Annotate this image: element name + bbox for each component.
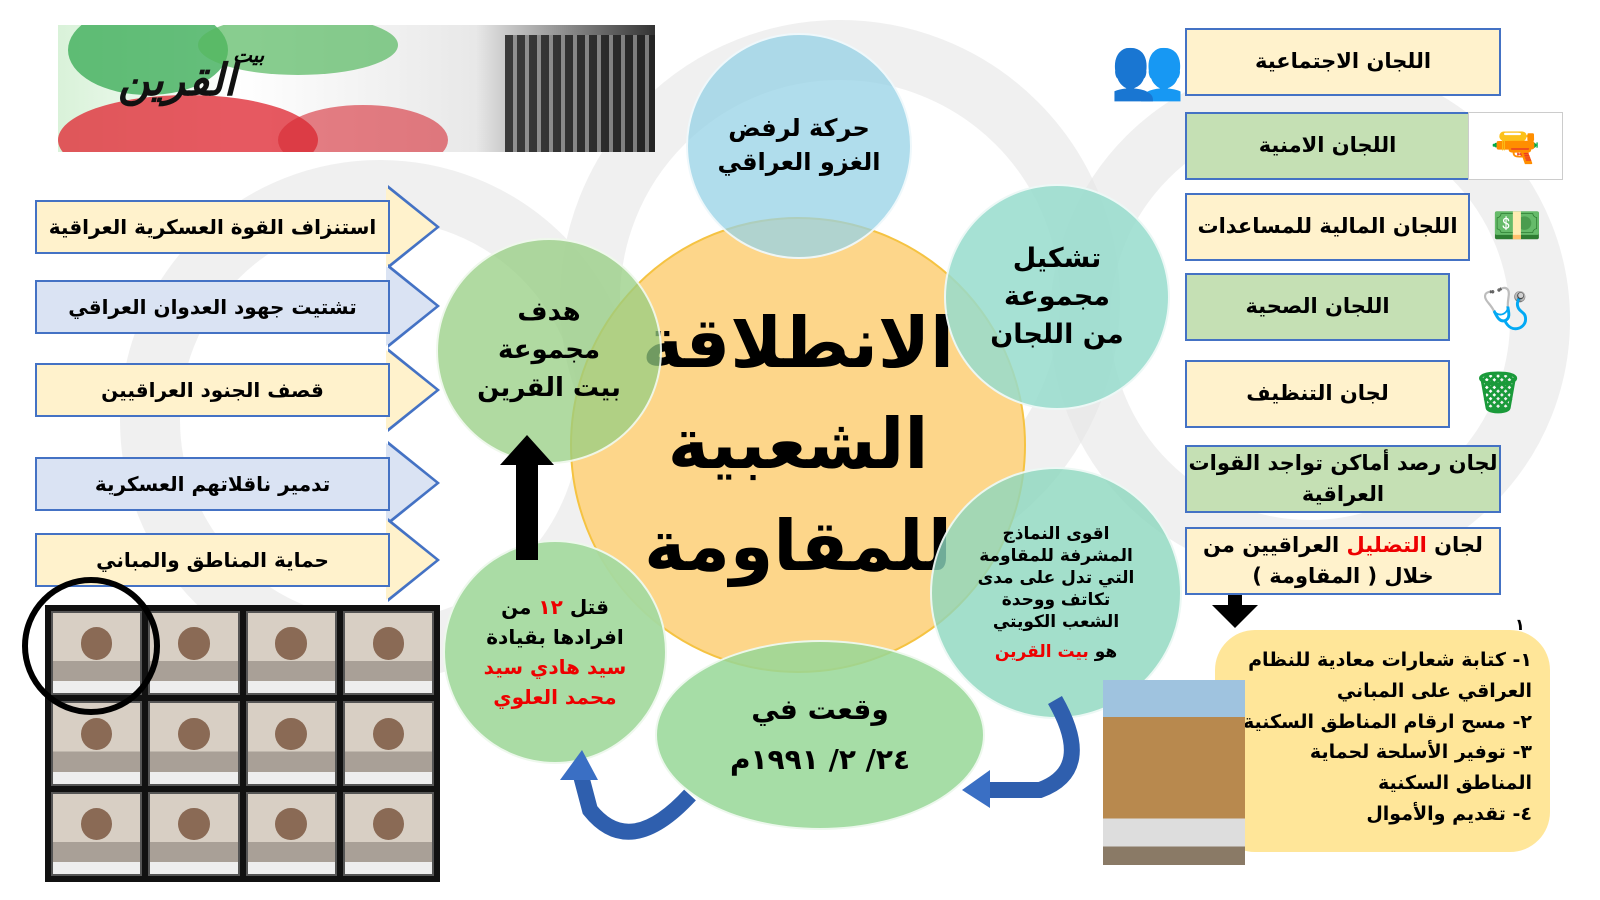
- building-silhouette: [505, 35, 655, 152]
- martyr-photo: [51, 791, 143, 876]
- circle-committees-formation: تشكيل مجموعة من اللجان: [944, 184, 1170, 410]
- banner-prefix: بيت: [233, 43, 265, 67]
- circle-text: الغزو العراقي: [717, 148, 881, 176]
- circle-text: مجموعة: [1003, 281, 1111, 313]
- martyr-photo: [245, 791, 337, 876]
- committee-security: اللجان الامنية: [1185, 112, 1470, 180]
- money-icon: 💵: [1492, 202, 1542, 249]
- event-date: ٢٤/ ٢/ ١٩٩١م: [729, 743, 911, 776]
- circle-text: بيت القرين: [477, 372, 621, 403]
- circle-text: من افرادها بقيادة: [486, 595, 624, 649]
- circle-casualties: قتل ١٢ من افرادها بقيادة سيد هادي سيد مح…: [443, 540, 667, 764]
- curved-arrow-icon: [985, 696, 1080, 798]
- list-item: ٤- تقديم والأموال: [1366, 802, 1532, 825]
- revolver-icon: 🔫: [1468, 112, 1563, 180]
- al-qurain-house-photo: [1103, 680, 1245, 865]
- committee-social: اللجان الاجتماعية: [1185, 28, 1501, 96]
- resistance-activities-box: [1215, 630, 1550, 852]
- committee-financial: اللجان المالية للمساعدات: [1185, 193, 1470, 261]
- list-item: ٢- مسح ارقام المناطق السكنية: [1242, 710, 1532, 733]
- committee-cleaning: لجان التنظيف: [1185, 360, 1450, 428]
- arrow-item: قصف الجنود العراقيين: [35, 363, 390, 417]
- circle-text: مجموعة: [497, 335, 601, 366]
- circle-text: حركة لرفض: [728, 114, 870, 143]
- people-icon: 👥: [1110, 33, 1185, 104]
- martyr-photo: [148, 611, 240, 696]
- resistance-activities-list: ١- كتابة شعارات معادية للنظام العراقي عل…: [1240, 645, 1532, 830]
- casualty-count: ١٢: [538, 595, 563, 619]
- list-item: ٣- توفير الأسلحة لحماية المناطق السكنية: [1309, 741, 1532, 795]
- martyr-photo: [245, 611, 337, 696]
- martyr-photo: [245, 701, 337, 786]
- circle-date: وقعت في ٢٤/ ٢/ ١٩٩١م: [655, 640, 985, 830]
- committee-monitoring: لجان رصد أماكن تواجد القوات العراقية: [1185, 445, 1501, 513]
- committee-health: اللجان الصحية: [1185, 273, 1450, 341]
- highlight-circle: [22, 577, 160, 715]
- circle-text: قتل: [569, 595, 609, 619]
- center-title-line: الانطلاقة: [641, 301, 955, 384]
- up-arrow-icon: [500, 435, 554, 560]
- committee-text: العراقيين من خلال ( المقاومة ): [1203, 532, 1434, 589]
- circle-strongest-model: اقوى النماذج المشرفة للمقاومة التي تدل ع…: [930, 467, 1182, 719]
- stethoscope-icon: 🩺: [1481, 285, 1531, 332]
- center-title-line: للمقاومة: [644, 504, 952, 587]
- circle-text: هدف: [517, 297, 581, 328]
- circle-text: هو: [1094, 642, 1118, 663]
- circle-group-goal: هدف مجموعة بيت القرين: [436, 238, 662, 464]
- martyr-photo: [342, 791, 434, 876]
- committee-deception: لجان التضليل العراقيين من خلال ( المقاوم…: [1185, 527, 1501, 595]
- circle-text: من اللجان: [990, 318, 1124, 350]
- circle-text: اقوى النماذج المشرفة للمقاومة التي تدل ع…: [977, 523, 1135, 633]
- arrow-item: تشتيت جهود العدوان العراقي: [35, 280, 390, 334]
- circle-text: وقعت في: [751, 692, 889, 726]
- down-arrow-icon: [1212, 580, 1258, 628]
- banner-title: القرين: [118, 55, 236, 106]
- trash-icon: 🗑: [1472, 370, 1524, 416]
- stray-number: ١: [1515, 615, 1525, 634]
- center-title-line: الشعبية: [667, 403, 929, 486]
- header-banner: بيت القرين: [58, 25, 655, 152]
- martyr-photo: [342, 701, 434, 786]
- martyr-photo: [148, 791, 240, 876]
- circle-rejection-movement: حركة لرفض الغزو العراقي: [686, 33, 912, 259]
- arrow-item: تدمير ناقلاتهم العسكرية: [35, 457, 390, 511]
- martyr-photo: [148, 701, 240, 786]
- list-item: ١- كتابة شعارات معادية للنظام العراقي عل…: [1248, 649, 1532, 702]
- circle-text: تشكيل: [1012, 243, 1102, 275]
- curved-arrow-icon: [572, 769, 696, 840]
- leader-name: سيد هادي سيد محمد العلوي: [483, 655, 627, 709]
- highlight-text: بيت القرين: [994, 642, 1089, 663]
- committee-text: لجان: [1434, 532, 1483, 557]
- highlight-text: التضليل: [1346, 532, 1427, 557]
- martyr-photo: [342, 611, 434, 696]
- arrow-item: استنزاف القوة العسكرية العراقية: [35, 200, 390, 254]
